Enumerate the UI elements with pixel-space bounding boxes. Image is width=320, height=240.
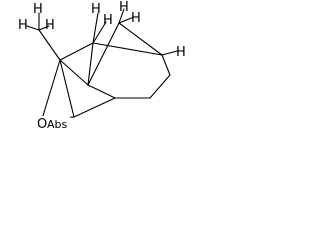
oxygen-label-mask (36, 116, 48, 132)
bond-bridgeC-rightC (92, 42, 163, 56)
bond-bridgeC-H-b (92, 21, 107, 44)
bond-methylC-H-left (26, 25, 40, 31)
bond-ch2Right-rightC (161, 54, 171, 76)
bond-quaternaryC-bridgeC (59, 42, 94, 61)
bond-topC-rightC (118, 22, 163, 56)
bond-bridgeC-H-a (92, 12, 99, 44)
bond-topC-H-b (118, 16, 135, 24)
bond-quaternaryC-epoxideO (41, 59, 61, 120)
atom-label-bridge-h-b: H (103, 13, 113, 28)
bond-methylC-quaternaryC (38, 29, 61, 61)
atom-label-methyl-h-top: H (33, 2, 43, 17)
bond-methylC-H-right (38, 25, 50, 31)
atom-label-right-h: H (176, 45, 186, 60)
bond-quaternaryC-epoxideC (59, 59, 75, 118)
bond-centralC-ringC (87, 84, 116, 99)
abs-label-mask (47, 116, 70, 130)
atom-label-top-h-a: H (119, 0, 129, 15)
atom-label-bridge-h-a: H (91, 2, 101, 17)
atom-label-oxygen: O (37, 117, 47, 132)
atom-label-methyl-h-left: H (18, 18, 28, 33)
bond-centralC-bridgeC (87, 42, 94, 86)
bond-rightC-H (161, 50, 178, 56)
bond-centralC-topC (87, 22, 120, 86)
bond-epoxideC-ringC (73, 97, 116, 118)
stereo-abs-label: Abs (47, 118, 68, 131)
bond-quaternaryC-centralC (59, 59, 89, 86)
bond-topC-H-a (118, 8, 125, 24)
bond-ch2Lower-ch2Right (149, 74, 171, 99)
molecule-structure-diagram: H H H H H H H H O Abs (18, 0, 186, 132)
atom-label-methyl-h-right: H (45, 18, 55, 33)
atom-label-top-h-b: H (131, 11, 141, 26)
